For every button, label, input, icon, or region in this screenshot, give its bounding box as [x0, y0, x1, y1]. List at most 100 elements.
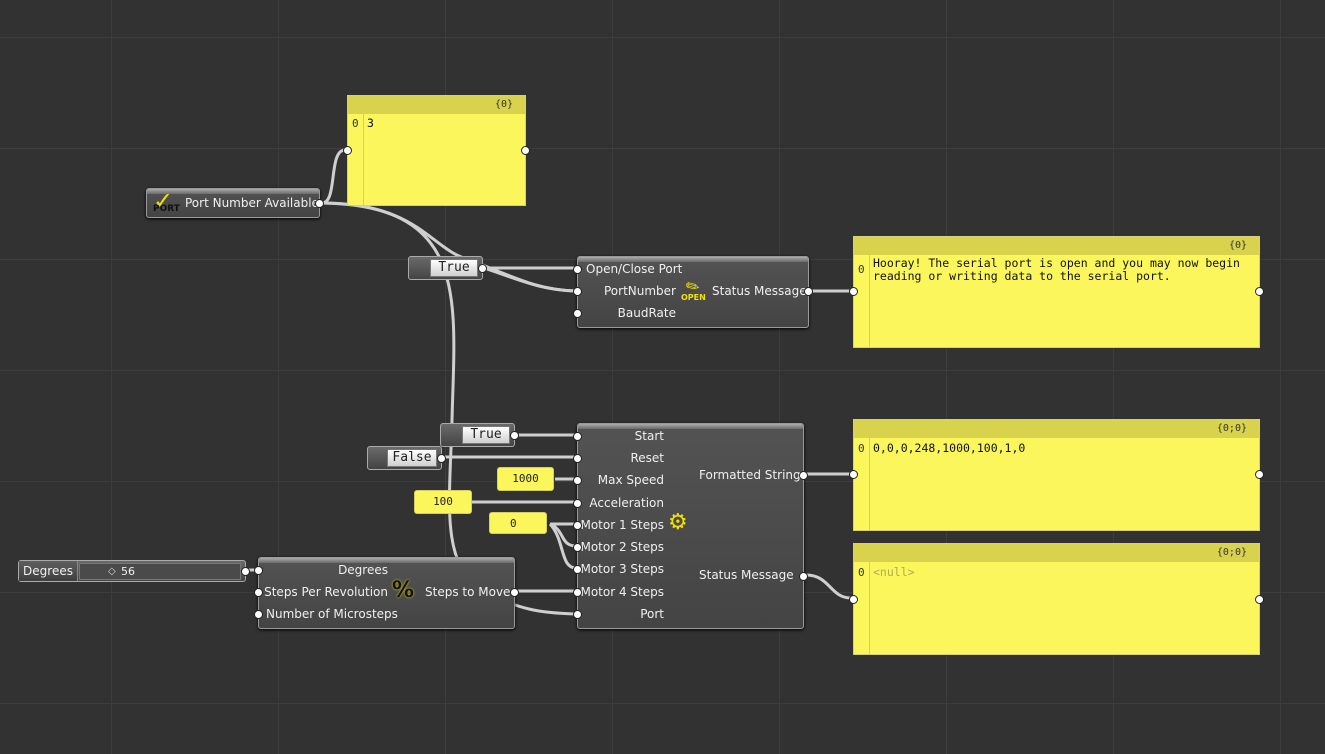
panel-path: {0} [348, 96, 525, 114]
output-formatted-string: Formatted String [699, 468, 801, 482]
port-reset[interactable] [573, 454, 582, 463]
panel-divider [869, 562, 870, 654]
port-number-component[interactable]: ✓ PORT Port Number Available [146, 187, 324, 218]
slider-value: 56 [121, 565, 135, 578]
wire-port-to-panel [321, 148, 346, 205]
gear-icon: ⚙ [668, 510, 688, 535]
port-port[interactable] [573, 610, 582, 619]
open-icon-text: OPEN [681, 293, 706, 302]
output-status-message: Status Message [699, 568, 794, 582]
input-motor3-steps: Motor 3 Steps [580, 562, 664, 576]
panel-index: 0 [858, 442, 865, 455]
degrees-slider[interactable]: Degrees ◇ 56 [18, 560, 250, 582]
panel-divider [869, 438, 870, 530]
port-motor3[interactable] [573, 565, 582, 574]
input-motor1-steps: Motor 1 Steps [580, 518, 664, 532]
panel-divider [869, 255, 870, 347]
input-port: Port [640, 607, 664, 621]
wire-toggle-to-portnumber [483, 266, 577, 293]
port-degrees[interactable] [254, 566, 263, 575]
steps-to-move-component[interactable]: Degrees Steps Per Revolution Number of M… [254, 557, 519, 629]
panel-input[interactable] [849, 287, 858, 296]
port-baudrate[interactable] [573, 309, 582, 318]
output-status-message: Status Message [712, 284, 807, 298]
panel-text: Hooray! The serial port is open and you … [873, 256, 1240, 283]
port-portnumber[interactable] [573, 287, 582, 296]
panel-path: {0} [854, 237, 1259, 255]
port-icon-text: PORT [153, 204, 180, 214]
panel-formatted-string[interactable]: {0;0} 0 0,0,0,248,1000,100,1,0 [849, 419, 1264, 531]
panel-motor-status[interactable]: {0;0} 0 <null> [849, 543, 1264, 655]
panel-output[interactable] [1255, 470, 1264, 479]
panel-divider [363, 114, 364, 205]
port-microsteps[interactable] [254, 610, 263, 619]
port-motor1[interactable] [573, 521, 582, 530]
panel-input[interactable] [849, 595, 858, 604]
slider-label: Degrees [19, 561, 78, 581]
input-degrees: Degrees [338, 563, 388, 577]
input-steps-per-revolution: Steps Per Revolution [264, 585, 388, 599]
input-baud-rate: BaudRate [617, 306, 676, 320]
port-start[interactable] [573, 432, 582, 441]
panel-path: {0;0} [854, 544, 1259, 562]
port-status-out[interactable] [804, 287, 813, 296]
panel-index: 0 [858, 263, 865, 276]
panel-output[interactable] [1255, 287, 1264, 296]
percent-icon: % [392, 578, 415, 603]
input-reset: Reset [630, 451, 664, 465]
motor-control-component[interactable]: Start Reset Max Speed Acceleration Motor… [573, 423, 808, 629]
port-steps-per-rev[interactable] [254, 588, 263, 597]
output-steps-to-move: Steps to Move [425, 585, 511, 599]
port-acceleration[interactable] [573, 499, 582, 508]
input-microsteps: Number of Microsteps [266, 607, 398, 621]
toggle-button[interactable]: False [387, 449, 437, 467]
toggle-output[interactable] [437, 454, 446, 463]
panel-output[interactable] [521, 146, 530, 155]
panel-input[interactable] [849, 470, 858, 479]
toggle-open-port[interactable]: True [408, 256, 487, 280]
panel-input[interactable] [343, 146, 352, 155]
component-bar [147, 189, 319, 194]
input-open-close: Open/Close Port [586, 262, 683, 276]
slider-track[interactable]: ◇ 56 [79, 563, 241, 580]
open-usb-icon: ✎ OPEN [681, 274, 706, 302]
port-max-speed[interactable] [573, 476, 582, 485]
param-motor1-steps[interactable]: 0 [489, 512, 547, 534]
param-acceleration[interactable]: 100 [414, 490, 472, 514]
panel-output[interactable] [1255, 595, 1264, 604]
panel-path: {0;0} [854, 420, 1259, 438]
panel-port-number[interactable]: {0} 0 3 [343, 95, 530, 206]
open-port-component[interactable]: Open/Close Port PortNumber BaudRate ✎ OP… [573, 256, 813, 328]
panel-index: 0 [352, 117, 359, 130]
input-acceleration: Acceleration [589, 496, 664, 510]
panel-text: 3 [367, 116, 374, 130]
port-output[interactable] [315, 199, 324, 208]
panel-index: 0 [858, 566, 865, 579]
port-formatted-out[interactable] [799, 471, 808, 480]
toggle-output[interactable] [478, 264, 487, 273]
port-check-icon: ✓ PORT [153, 187, 180, 215]
slider-grip-icon[interactable]: ◇ [108, 566, 116, 577]
panel-status-message[interactable]: {0} 0 Hooray! The serial port is open an… [849, 236, 1264, 348]
panel-text: <null> [873, 565, 915, 579]
component-bar [578, 424, 803, 429]
input-motor4-steps: Motor 4 Steps [580, 585, 664, 599]
input-port-number: PortNumber [604, 284, 676, 298]
param-max-speed[interactable]: 1000 [497, 467, 554, 491]
input-motor2-steps: Motor 2 Steps [580, 540, 664, 554]
port-status-out[interactable] [799, 572, 808, 581]
toggle-reset[interactable]: False [367, 446, 446, 470]
wire-motor3 [548, 522, 577, 570]
toggle-output[interactable] [510, 431, 519, 440]
toggle-button[interactable]: True [462, 426, 510, 444]
port-open-close[interactable] [573, 265, 582, 274]
panel-text: 0,0,0,248,1000,100,1,0 [873, 441, 1026, 455]
input-start: Start [634, 429, 664, 443]
slider-output[interactable] [241, 567, 250, 576]
port-motor4[interactable] [573, 588, 582, 597]
port-motor2[interactable] [573, 543, 582, 552]
toggle-button[interactable]: True [430, 259, 478, 277]
toggle-start[interactable]: True [440, 423, 519, 447]
port-steps-out[interactable] [510, 588, 519, 597]
